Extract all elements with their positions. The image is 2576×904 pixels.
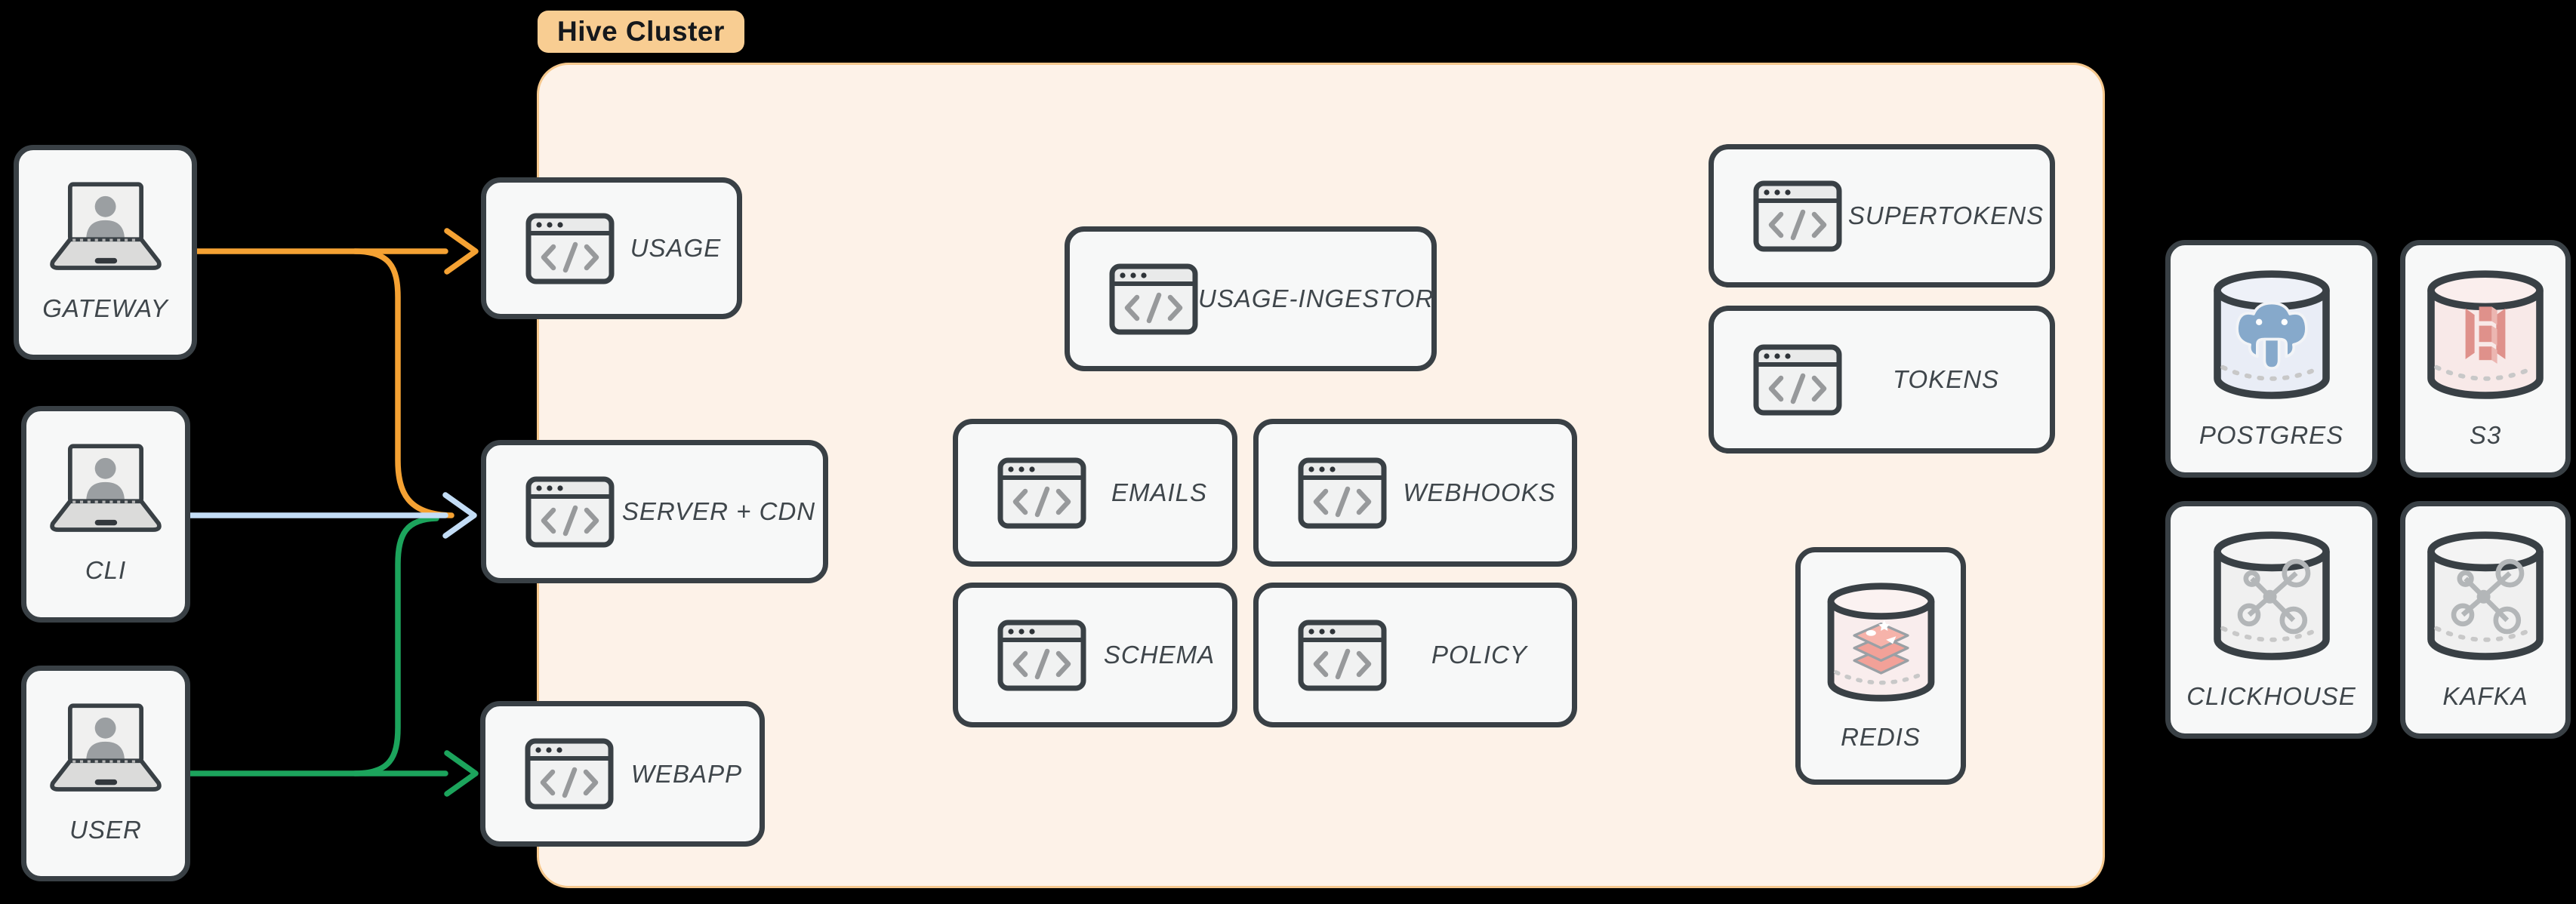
node-usage-ingestor: USAGE-INGESTOR <box>1065 226 1437 371</box>
browser-code-icon <box>525 738 614 810</box>
node-label: POLICY <box>1431 641 1528 669</box>
node-label: POSTGRES <box>2199 420 2344 449</box>
node-label: USAGE-INGESTOR <box>1198 284 1434 312</box>
node-webapp: WEBAPP <box>480 701 765 847</box>
node-label: CLI <box>85 556 127 584</box>
browser-code-icon <box>997 457 1086 528</box>
hive-cluster-label: Hive Cluster <box>557 16 725 47</box>
browser-code-icon <box>997 620 1086 690</box>
browser-code-icon <box>525 476 615 547</box>
node-label: SCHEMA <box>1103 641 1216 669</box>
postgres-database-icon <box>2213 269 2330 399</box>
node-clickhouse: CLICKHOUSE <box>2165 501 2377 739</box>
s3-logo-icon <box>2465 306 2506 364</box>
node-gateway: GATEWAY <box>14 145 197 360</box>
node-label: SUPERTOKENS <box>1847 201 2044 229</box>
node-label: S3 <box>2469 420 2502 449</box>
s3-database-icon <box>2427 269 2544 399</box>
node-label: REDIS <box>1841 722 1921 751</box>
laptop-user-icon <box>50 703 162 792</box>
edge-user-server-cdn <box>352 515 439 776</box>
edge-cli-server-cdn <box>187 492 477 539</box>
redis-logo-icon <box>1852 622 1909 675</box>
node-redis: REDIS <box>1795 547 1966 785</box>
browser-code-icon <box>1753 180 1842 251</box>
node-kafka: KAFKA <box>2400 501 2571 739</box>
hive-cluster-badge: Hive Cluster <box>538 11 744 53</box>
node-user: USER <box>21 666 190 881</box>
node-postgres: POSTGRES <box>2165 240 2377 478</box>
node-policy: POLICY <box>1253 583 1577 727</box>
node-cli: CLI <box>21 406 190 623</box>
node-server-cdn: SERVER + CDN <box>481 440 828 583</box>
molecule-database-icon <box>2427 530 2544 660</box>
molecule-icon <box>2237 558 2310 634</box>
node-label: KAFKA <box>2442 681 2528 710</box>
browser-code-icon <box>1753 344 1842 415</box>
molecule-icon <box>2451 558 2525 634</box>
node-label: GATEWAY <box>42 294 168 322</box>
node-supertokens: SUPERTOKENS <box>1709 144 2055 287</box>
node-emails: EMAILS <box>953 419 1237 567</box>
node-webhooks: WEBHOOKS <box>1253 419 1577 567</box>
node-schema: SCHEMA <box>953 583 1237 727</box>
node-label: TOKENS <box>1892 365 2000 393</box>
laptop-user-icon <box>49 182 162 270</box>
node-label: USAGE <box>630 234 722 262</box>
laptop-user-icon <box>50 444 162 532</box>
node-tokens: TOKENS <box>1709 306 2055 454</box>
node-label: EMAILS <box>1111 478 1208 506</box>
edge-gateway-server-cdn <box>352 248 454 518</box>
edge-user-webapp <box>187 750 479 797</box>
molecule-database-icon <box>2213 530 2330 660</box>
node-usage: USAGE <box>481 177 742 319</box>
browser-code-icon <box>1298 457 1387 528</box>
redis-database-icon <box>1827 582 1934 702</box>
edge-gateway-usage <box>194 228 479 275</box>
node-label: CLICKHOUSE <box>2186 681 2356 710</box>
node-label: WEBHOOKS <box>1403 478 1556 506</box>
node-label: WEBAPP <box>630 759 743 788</box>
node-label: USER <box>69 815 142 844</box>
postgres-elephant-icon <box>2235 301 2308 370</box>
browser-code-icon <box>1109 263 1198 334</box>
browser-code-icon <box>525 213 615 284</box>
node-label: SERVER + CDN <box>621 497 816 525</box>
node-s3: S3 <box>2400 240 2571 478</box>
browser-code-icon <box>1298 620 1387 690</box>
